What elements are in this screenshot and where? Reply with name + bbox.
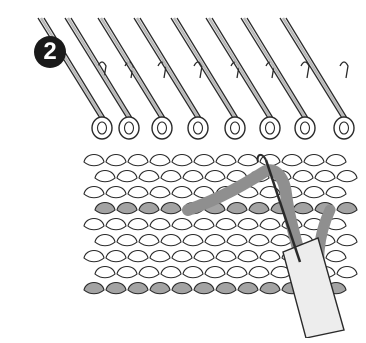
needle (241, 18, 309, 118)
needle-shaft-line (247, 18, 308, 118)
needle-loop-eye (301, 122, 310, 134)
needle-loop-eye (125, 122, 134, 134)
needle-shaft-shade (283, 18, 345, 118)
needle-shaft-shade (68, 18, 130, 118)
needle-loop-eye (266, 122, 275, 134)
needle-shaft-line (98, 18, 160, 118)
needle (280, 18, 348, 118)
needle-shaft-line (140, 18, 201, 118)
needle-shaft-shade (209, 18, 271, 118)
step-number-badge: 2 (34, 36, 66, 68)
needle (134, 18, 202, 118)
machine-needles (38, 18, 348, 118)
needle-latch (340, 62, 348, 78)
needle-latch (194, 62, 202, 78)
needle-shaft-line (206, 18, 268, 118)
needle-latch (301, 62, 309, 78)
needle-shaft-shade (101, 18, 163, 118)
needle-loop-eye (98, 122, 107, 134)
needle-shaft-line (171, 18, 233, 118)
needle-loop-eye (340, 122, 349, 134)
needle-shaft-line (104, 18, 165, 118)
needle-shaft-shade (174, 18, 236, 118)
needle-loop-eye (158, 122, 167, 134)
needle-loops (92, 117, 354, 139)
needle-shaft-line (241, 18, 303, 118)
needle (206, 18, 274, 118)
needle-loop-eye (231, 122, 240, 134)
needle-shaft-shade (41, 18, 103, 118)
needle-loop-eye (194, 122, 203, 134)
needle (171, 18, 239, 118)
needle-shaft-line (71, 18, 132, 118)
needle-shaft-line (38, 18, 100, 118)
needle-shaft-line (212, 18, 273, 118)
needle-shaft-shade (137, 18, 199, 118)
needle (98, 18, 166, 118)
needle-shaft-shade (244, 18, 306, 118)
needle-shaft-line (280, 18, 342, 118)
